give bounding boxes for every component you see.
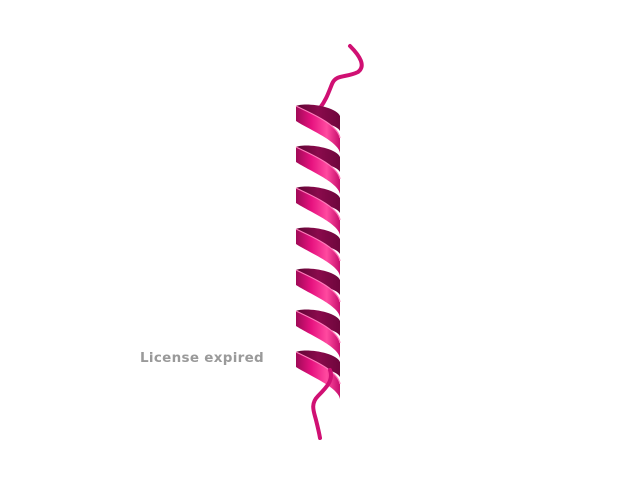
helix-front-turn [296,270,340,317]
helix-front-turn [296,352,340,399]
helix-front-strands [295,105,341,399]
helix-edge-highlight [295,351,341,385]
helix-front-turn [296,311,340,358]
helix-edge-highlight [295,187,341,221]
helix-edge-highlight [295,310,341,344]
helix-edge-highlight [295,228,341,262]
helix-front-turn [296,188,340,235]
helix-edge-highlight [295,146,341,180]
helix-edge-highlight [295,105,341,139]
helix-edge-highlight [295,269,341,303]
license-watermark: License expired [140,350,265,366]
c-terminal-loop [318,44,364,110]
helix-front-turn [296,147,340,194]
n-terminal-loop [311,368,333,440]
helix-front-turn [296,106,340,153]
helix-front-turn [296,229,340,276]
